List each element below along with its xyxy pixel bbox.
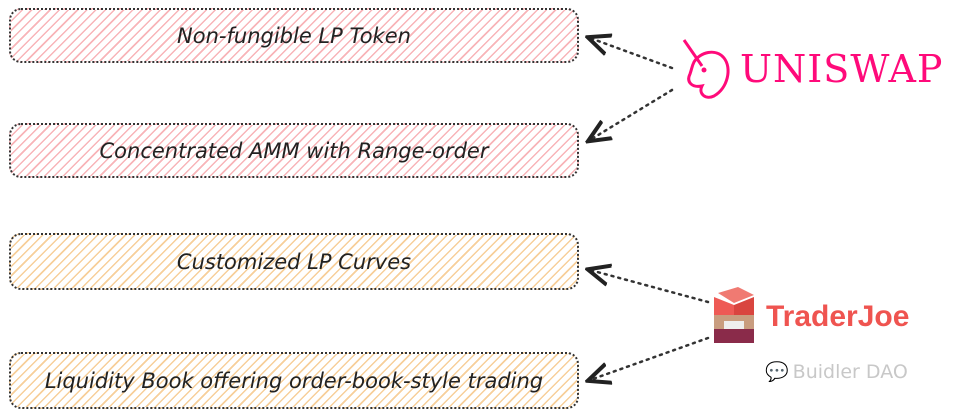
feature-box-customized-curves: Customized LP Curves — [9, 233, 579, 290]
unicorn-icon — [682, 39, 730, 99]
traderjoe-wordmark: TraderJoe — [766, 300, 910, 333]
arrow-tj-book — [590, 336, 710, 380]
feature-label: Liquidity Book offering order-book-style… — [44, 368, 544, 393]
feature-box-concentrated-amm: Concentrated AMM with Range-order — [9, 123, 579, 178]
feature-box-liquidity-book: Liquidity Book offering order-book-style… — [9, 352, 579, 409]
wechat-icon: 💬 — [765, 361, 789, 383]
feature-label: Customized LP Curves — [176, 249, 412, 274]
feature-label: Concentrated AMM with Range-order — [99, 138, 489, 163]
feature-label: Non-fungible LP Token — [177, 23, 411, 48]
feature-box-non-fungible-lp: Non-fungible LP Token — [9, 8, 579, 63]
arrow-tj-curves — [590, 270, 710, 304]
traderjoe-mascot-icon — [714, 287, 754, 343]
arrow-uniswap-nft — [590, 38, 674, 70]
uniswap-wordmark: UNISWAP — [740, 47, 944, 91]
traderjoe-logo: TraderJoe — [710, 285, 909, 349]
uniswap-logo: UNISWAP — [680, 38, 944, 100]
watermark-text: Buidler DAO — [792, 360, 908, 383]
watermark: 💬 Buidler DAO — [765, 360, 908, 384]
arrow-uniswap-amm — [590, 88, 674, 140]
